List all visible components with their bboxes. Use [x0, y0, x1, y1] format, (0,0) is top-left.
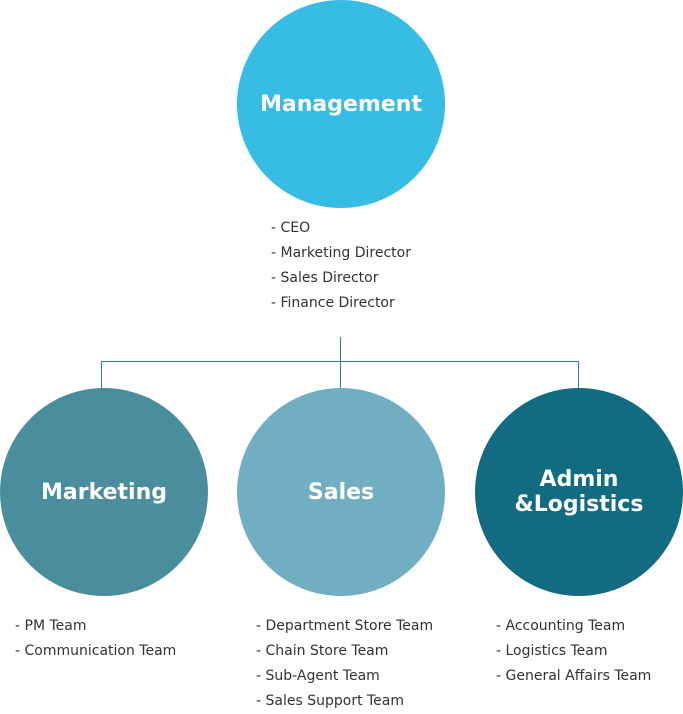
sales-node: Sales — [237, 388, 445, 596]
list-item: - Logistics Team — [496, 643, 608, 659]
list-item: - Marketing Director — [271, 245, 411, 261]
list-item: - Department Store Team — [256, 618, 434, 634]
list-item: - General Affairs Team — [496, 668, 652, 684]
marketing-label: Marketing — [40, 479, 168, 505]
list-item: - Finance Director — [271, 295, 395, 311]
management-members: - CEO - Marketing Director - Sales Direc… — [271, 216, 411, 316]
list-item: - Accounting Team — [496, 618, 626, 634]
list-item: - CEO — [271, 220, 311, 236]
list-item: - Sales Support Team — [256, 693, 405, 709]
list-item: - Sales Director — [271, 270, 379, 286]
marketing-node: Marketing — [0, 388, 208, 596]
list-item: - Sub-Agent Team — [256, 668, 380, 684]
connector-bar — [101, 361, 579, 362]
list-item: - Chain Store Team — [256, 643, 389, 659]
connector-admin — [578, 361, 579, 389]
list-item: - PM Team — [15, 618, 87, 634]
sales-label: Sales — [307, 479, 375, 505]
admin-logistics-label: Admin &Logistics — [514, 467, 644, 517]
connector-marketing — [101, 361, 102, 389]
marketing-members: - PM Team - Communication Team — [15, 614, 176, 664]
management-node: Management — [237, 0, 445, 208]
management-label: Management — [260, 91, 422, 117]
sales-members: - Department Store Team - Chain Store Te… — [256, 614, 433, 714]
admin-logistics-members: - Accounting Team - Logistics Team - Gen… — [496, 614, 651, 689]
connector-trunk — [340, 337, 341, 388]
admin-logistics-node: Admin &Logistics — [475, 388, 683, 596]
list-item: - Communication Team — [15, 643, 177, 659]
